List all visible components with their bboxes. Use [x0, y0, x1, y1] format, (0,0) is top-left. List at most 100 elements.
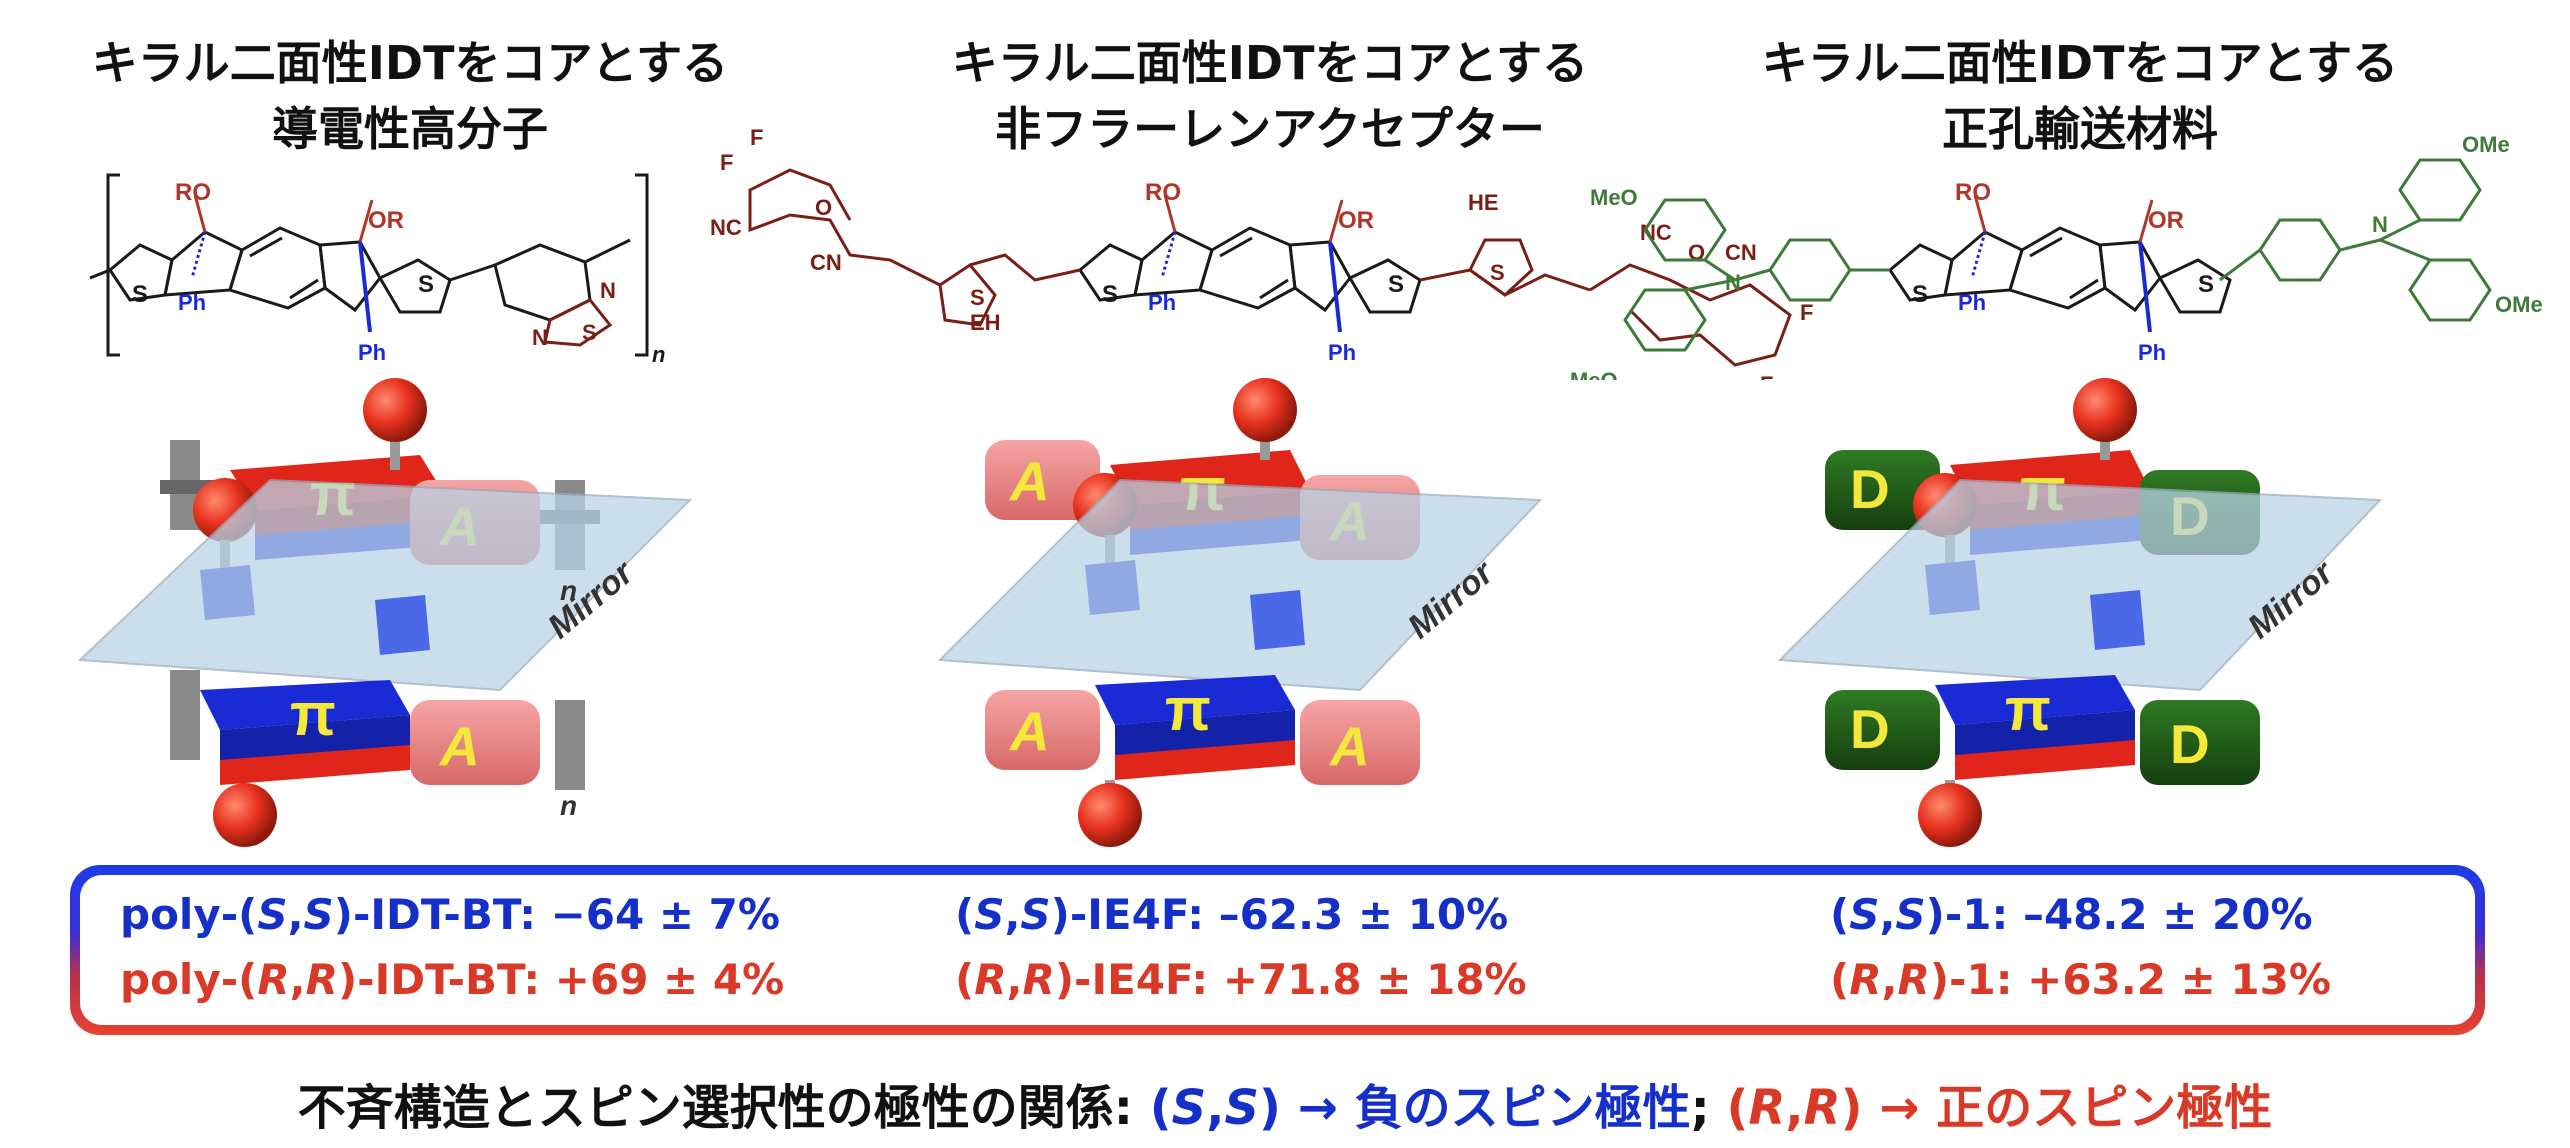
- f-label-4: F: [1760, 372, 1773, 380]
- ome-label-top: OMe: [2462, 132, 2510, 157]
- blue-cube-mirror-3: [2090, 590, 2145, 650]
- he-label: HE: [1468, 190, 1499, 215]
- repeat-n-label: n: [652, 342, 665, 367]
- or-label-ie4f: OR: [1338, 207, 1374, 234]
- n-label-2: N: [532, 325, 548, 350]
- title-hole-transport: キラル二面性IDTをコアとする 正孔輸送材料: [1670, 30, 2490, 162]
- ph-label-hole-bottom: Ph: [2138, 340, 2166, 365]
- f-label-2: F: [750, 125, 763, 150]
- title-polymer: キラル二面性IDTをコアとする 導電性高分子: [0, 30, 820, 162]
- red-ball-bottom: [213, 783, 277, 847]
- red-ball-bottom-3: [1918, 783, 1982, 847]
- result-htm-rr: (R,R)-1: +63.2 ± 13%: [1830, 955, 2331, 1004]
- acceptor-block-left-top: [985, 440, 1100, 520]
- title-polymer-line2: 導電性高分子: [272, 102, 548, 156]
- s-label-left: S: [132, 281, 148, 308]
- ph-label-ie4f-top: Ph: [1148, 290, 1176, 315]
- title-polymer-line1: キラル二面性IDTをコアとする: [91, 36, 729, 90]
- ro-label-hole: RO: [1955, 179, 1991, 206]
- or-label-hole: OR: [2148, 207, 2184, 234]
- pi-label-bottom: π: [290, 681, 336, 748]
- s-label-ie4f-right: S: [1388, 271, 1404, 298]
- acceptor-left-label: A: [1008, 450, 1050, 512]
- blue-cube-mirror-2: [1250, 590, 1305, 650]
- title-acceptor: キラル二面性IDTをコアとする 非フラーレンアクセプター: [860, 30, 1680, 162]
- s-label-bt: S: [582, 320, 597, 345]
- acceptor-block-right-bottom: [1300, 700, 1420, 785]
- or-label: OR: [368, 207, 404, 234]
- acceptor-left-label-bottom: A: [1008, 700, 1050, 762]
- title-acceptor-line2: 非フラーレンアクセプター: [995, 102, 1545, 156]
- donor-block-left-top: [1825, 450, 1940, 530]
- s-label-ie4f-thio-right: S: [1490, 260, 1505, 285]
- footer-positive: (R,R) → 正のスピン極性: [1726, 1080, 2273, 1136]
- model-polymer: π A Mirror n π A n: [77, 378, 693, 847]
- s-label-ie4f-thio-left: S: [970, 285, 985, 310]
- results-inner: [80, 875, 2475, 1025]
- f-label-1: F: [720, 150, 733, 175]
- pi-label-bottom-2: π: [1165, 676, 1211, 743]
- donor-left-label: D: [1850, 458, 1890, 520]
- result-polymer-ss: poly-(S,S)-IDT-BT: −64 ± 7%: [120, 890, 780, 939]
- f-label-3: F: [1800, 300, 1813, 325]
- pi-label-bottom-3: π: [2005, 676, 2051, 743]
- s-label-hole-left: S: [1912, 281, 1928, 308]
- ro-label: RO: [175, 179, 211, 206]
- title-hole-transport-line1: キラル二面性IDTをコアとする: [1761, 36, 2399, 90]
- red-ball-top-right-2: [1233, 378, 1297, 442]
- hole-transport-structure: RO OR S S Ph Ph N N MeO MeO OMe OMe: [1570, 132, 2543, 380]
- polymer-structure: RO OR S S Ph Ph N N S n: [89, 173, 665, 367]
- acceptor-block-bottom: [410, 700, 540, 785]
- ph-label-hole-top: Ph: [1958, 290, 1986, 315]
- bracket-right-bottom: [555, 700, 585, 790]
- s-label-right: S: [418, 271, 434, 298]
- meo-label-top: MeO: [1590, 185, 1638, 210]
- o-label-left: O: [815, 195, 832, 220]
- donor-right-label-bottom: D: [2170, 713, 2210, 775]
- mirror-models: π A Mirror n π A n: [77, 378, 2383, 847]
- title-hole-transport-line2: 正孔輸送材料: [1942, 102, 2218, 156]
- s-label-ie4f-left: S: [1102, 281, 1118, 308]
- meo-label-bottom: MeO: [1570, 368, 1618, 380]
- red-ball-top-right-3: [2073, 378, 2137, 442]
- footer-separator: ;: [1690, 1080, 1727, 1136]
- title-acceptor-line1: キラル二面性IDTをコアとする: [951, 36, 1589, 90]
- result-ie4f-ss: (S,S)-IE4F: –62.3 ± 10%: [955, 890, 1509, 939]
- acceptor-label-bottom: A: [438, 715, 480, 777]
- ph-label-bottom: Ph: [358, 340, 386, 365]
- molecular-structures: RO OR S S Ph Ph N N S n RO OR S S Ph Ph …: [89, 125, 2543, 380]
- donor-block-left-bottom: [1825, 690, 1940, 770]
- bracket-left-bottom: [170, 670, 200, 760]
- pi-block-bottom: [200, 680, 410, 785]
- result-htm-ss: (S,S)-1: –48.2 ± 20%: [1830, 890, 2313, 939]
- model-acceptor: A π A Mirror A π A: [937, 378, 1543, 847]
- donor-left-label-bottom: D: [1850, 698, 1890, 760]
- n-label-hole-left: N: [1725, 270, 1741, 295]
- red-ball-bottom-2: [1078, 783, 1142, 847]
- pi-block-bottom-3: [1935, 675, 2135, 780]
- acceptor-block-left-bottom: [985, 690, 1100, 770]
- footer-negative: (S,S) → 負のスピン極性: [1149, 1080, 1691, 1136]
- cn-label-right: CN: [1725, 240, 1757, 265]
- eh-label: EH: [970, 310, 1001, 335]
- nc-label-left: NC: [710, 215, 742, 240]
- repeat-label-bottom: n: [560, 790, 577, 821]
- ome-label-bottom: OMe: [2495, 292, 2543, 317]
- ph-label-top: Ph: [178, 290, 206, 315]
- red-ball-top-right: [363, 378, 427, 442]
- n-label-1: N: [600, 278, 616, 303]
- model-hole-transport: D π D Mirror D π D: [1777, 378, 2383, 847]
- pi-block-bottom-2: [1095, 675, 1295, 780]
- result-polymer-rr: poly-(R,R)-IDT-BT: +69 ± 4%: [120, 955, 785, 1004]
- mirror-plane: [77, 478, 693, 692]
- blue-cube-mirror: [375, 595, 430, 655]
- cn-label-left: CN: [810, 250, 842, 275]
- footer-lead: 不斉構造とスピン選択性の極性の関係:: [297, 1080, 1150, 1136]
- ph-label-ie4f-bottom: Ph: [1328, 340, 1356, 365]
- results-box: poly-(S,S)-IDT-BT: −64 ± 7% poly-(R,R)-I…: [70, 865, 2485, 1035]
- ro-label-ie4f: RO: [1145, 179, 1181, 206]
- result-ie4f-rr: (R,R)-IE4F: +71.8 ± 18%: [955, 955, 1527, 1004]
- repeat-label-top: n: [560, 575, 577, 606]
- n-label-hole-right: N: [2372, 212, 2388, 237]
- acceptor-right-label-bottom: A: [1328, 715, 1370, 777]
